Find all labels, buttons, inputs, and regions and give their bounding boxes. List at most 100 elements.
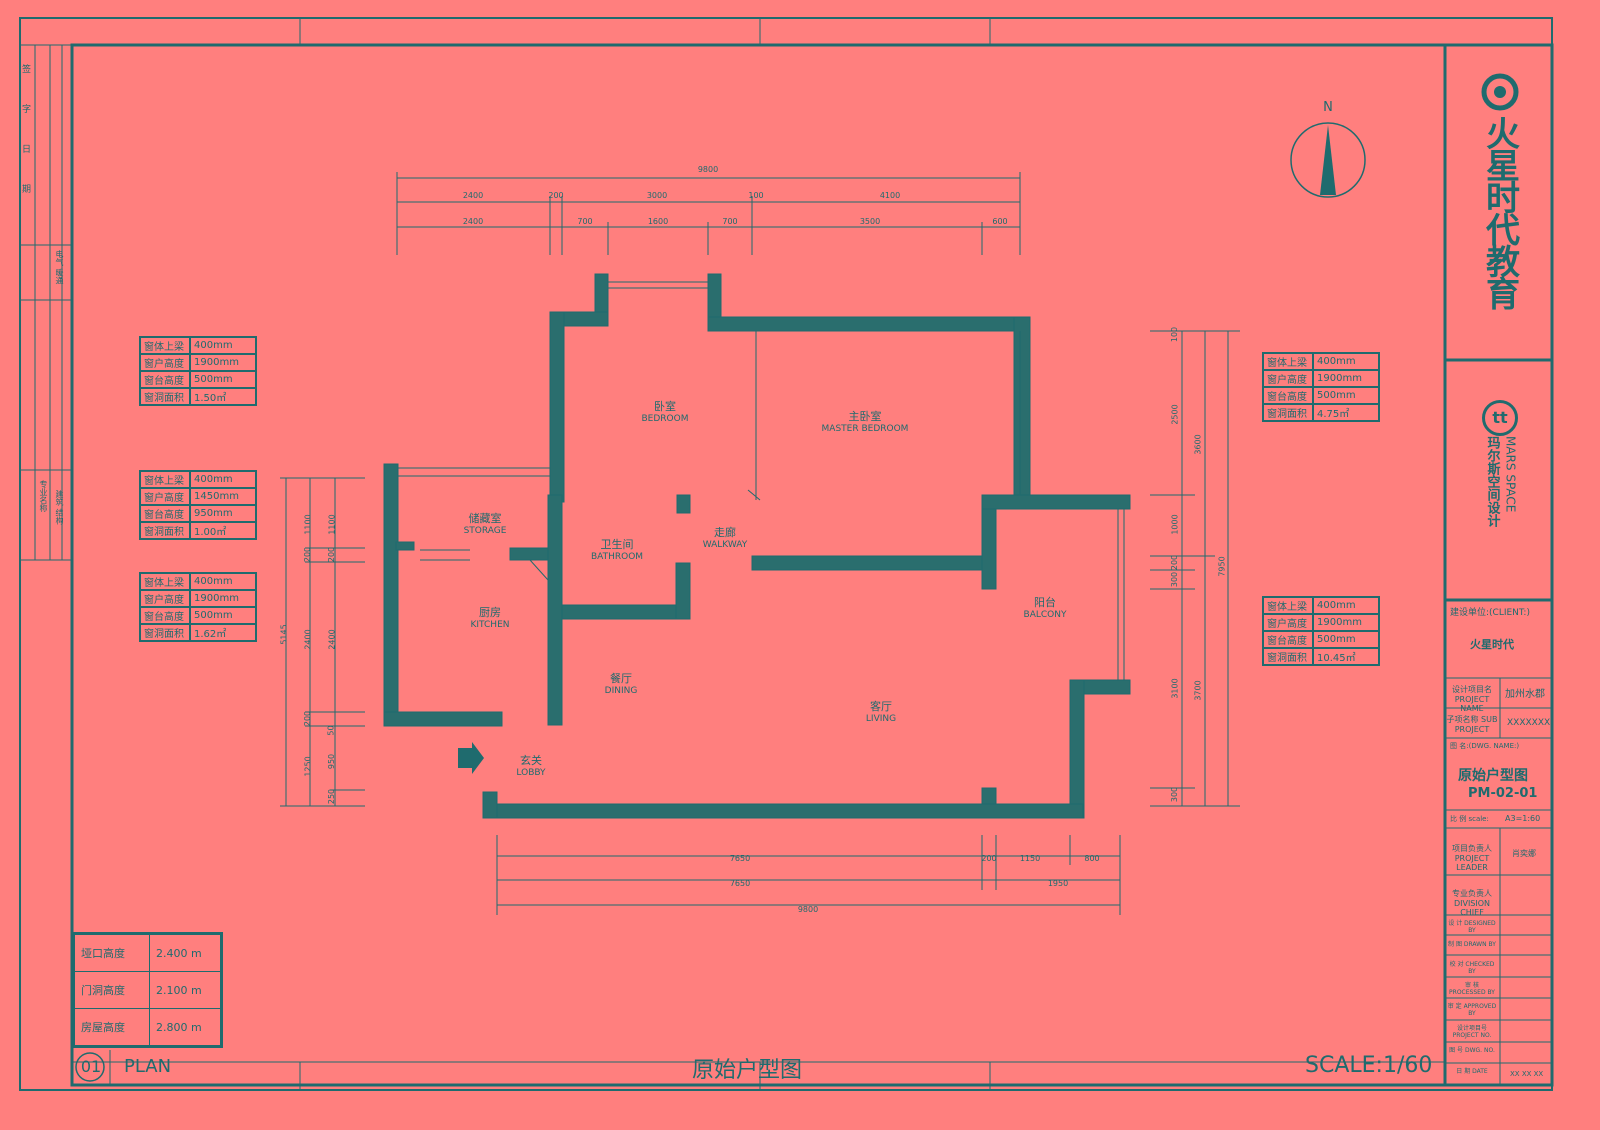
dim-bottom-total: 9800 — [798, 905, 818, 914]
project-no-label: 设计项目号 PROJECT NO. — [1452, 1025, 1492, 1039]
designed-by-label: 设 计 DESIGNED BY — [1448, 920, 1496, 934]
room-cn: 储藏室 — [468, 512, 502, 525]
scale-label: 比 例 scale: — [1450, 815, 1489, 823]
left-strip-disciplines: 专业名称 — [37, 480, 49, 512]
dim-bottom-r1: 7650 — [730, 854, 750, 863]
room-master-bedroom: 主卧室 MASTER BEDROOM — [810, 410, 920, 436]
window-key: 窗户高度 — [139, 353, 191, 372]
room-cn: 阳台 — [1034, 596, 1056, 609]
room-cn: 主卧室 — [848, 410, 882, 423]
room-cn: 走廊 — [714, 526, 736, 539]
logo-text: 火星时代教育 — [1479, 116, 1520, 308]
drawing-name: 原始户型图 — [1458, 768, 1528, 784]
dims-left-r2-3: 2400 — [327, 629, 337, 650]
date-label: 日 期 DATE — [1456, 1068, 1488, 1075]
room-kitchen: 厨房 KITCHEN — [455, 606, 525, 632]
plan-title: 原始户型图 — [692, 1058, 803, 1083]
window-key: 窗体上梁 — [139, 336, 191, 355]
plan-number: 01 — [80, 1057, 102, 1076]
dims-right-total: 7950 — [1217, 556, 1227, 577]
north-arrow: N — [1290, 100, 1366, 198]
window-value: 1450mm — [189, 487, 257, 506]
window-value: 1.00㎡ — [189, 521, 257, 540]
leader-label: 项目负责人 PROJECT LEADER — [1452, 844, 1492, 872]
room-en: BATHROOM — [590, 552, 644, 562]
window-value: 1.50㎡ — [189, 387, 257, 406]
dim-top-r2: 600 — [992, 217, 1007, 226]
window-key: 窗户高度 — [1262, 369, 1314, 388]
strip-discipline: 电气 — [55, 250, 64, 266]
wall — [1013, 316, 1031, 496]
room-en: DINING — [604, 686, 638, 696]
room-cn: 客厅 — [870, 700, 892, 713]
strip-discipline: 暖通 — [55, 268, 64, 285]
window-value: 400mm — [189, 470, 257, 489]
drawing-no: PM-02-01 — [1468, 786, 1538, 801]
window-key: 窗户高度 — [1262, 613, 1314, 632]
room-en: LOBBY — [516, 768, 546, 778]
dim-top-r1: 200 — [548, 191, 563, 200]
logo-icon — [1481, 73, 1519, 111]
room-bathroom: 卫生间 BATHROOM — [582, 538, 652, 564]
plan-label: PLAN — [124, 1056, 172, 1077]
room-living: 客厅 LIVING — [846, 700, 916, 726]
approved-by-label: 审 定 APPROVED BY — [1447, 1003, 1497, 1017]
left-strip-disciplines-3: 电气 暖通 — [52, 250, 64, 285]
dims-right-6: 3100 — [1170, 678, 1180, 699]
window-key: 窗台高度 — [1262, 386, 1314, 405]
window-value: 500mm — [1312, 630, 1380, 649]
window-key: 窗洞面积 — [1262, 403, 1314, 422]
project-value: 加州水郡 — [1505, 689, 1545, 700]
room-en: LIVING — [865, 714, 897, 724]
window-key: 窗洞面积 — [139, 521, 191, 540]
date-value: XX XX XX — [1510, 1070, 1544, 1078]
room-en: WALKWAY — [702, 540, 748, 550]
mars-space-cn: 玛尔斯空间设计 — [1484, 436, 1500, 527]
dims-right-r2-2: 3700 — [1193, 680, 1203, 701]
left-strip-disciplines-2: 建筑 结构 — [52, 490, 64, 525]
dim-bottom-r2: 1950 — [1048, 879, 1068, 888]
dims-right-5: 300 — [1170, 571, 1180, 588]
window-value: 500mm — [1312, 386, 1380, 405]
drawing-label: 图 名:(DWG. NAME:) — [1450, 742, 1520, 750]
dims-left-2: 200 — [303, 546, 313, 563]
window-value: 400mm — [189, 572, 257, 591]
window-key: 窗台高度 — [139, 370, 191, 389]
north-label: N — [1323, 100, 1333, 115]
dim-bottom-r1: 1150 — [1020, 854, 1040, 863]
sub-project-label: 子项名称 SUB PROJECT — [1446, 715, 1498, 734]
room-cn: 餐厅 — [610, 672, 632, 685]
room-lobby: 玄关 LOBBY — [496, 754, 566, 780]
window-value: 4.75㎡ — [1312, 403, 1380, 422]
height-key: 门洞高度 — [73, 971, 150, 1009]
window-value: 1900mm — [1312, 613, 1380, 632]
window-value: 400mm — [1312, 352, 1380, 371]
room-en: MASTER BEDROOM — [821, 424, 909, 434]
dim-top-r1: 4100 — [880, 191, 900, 200]
height-key: 垭口高度 — [73, 933, 150, 972]
strip-discipline: 结构 — [55, 508, 64, 525]
window-value: 400mm — [189, 336, 257, 355]
window-key: 窗洞面积 — [139, 387, 191, 406]
window-value: 1.62㎡ — [189, 623, 257, 642]
window-value: 1900mm — [189, 353, 257, 372]
strip-discipline: 建筑 — [55, 490, 64, 506]
scale-value: A3=1:60 — [1505, 814, 1541, 823]
dim-bottom-r1: 800 — [1084, 854, 1099, 863]
dims-left-r2-4: 50 — [326, 725, 336, 736]
dim-top-r1: 2400 — [463, 191, 483, 200]
checked-by-label: 校 对 CHECKED BY — [1449, 961, 1495, 975]
window-key: 窗洞面积 — [139, 623, 191, 642]
dims-left-5: 1250 — [303, 756, 313, 777]
window-key: 窗体上梁 — [1262, 352, 1314, 371]
height-value: 2.400 m — [149, 933, 222, 972]
dims-left-outer: 5145 — [279, 624, 289, 645]
strip-label: 签 — [22, 65, 32, 75]
window-value: 1900mm — [1312, 369, 1380, 388]
window-key: 窗户高度 — [139, 589, 191, 608]
